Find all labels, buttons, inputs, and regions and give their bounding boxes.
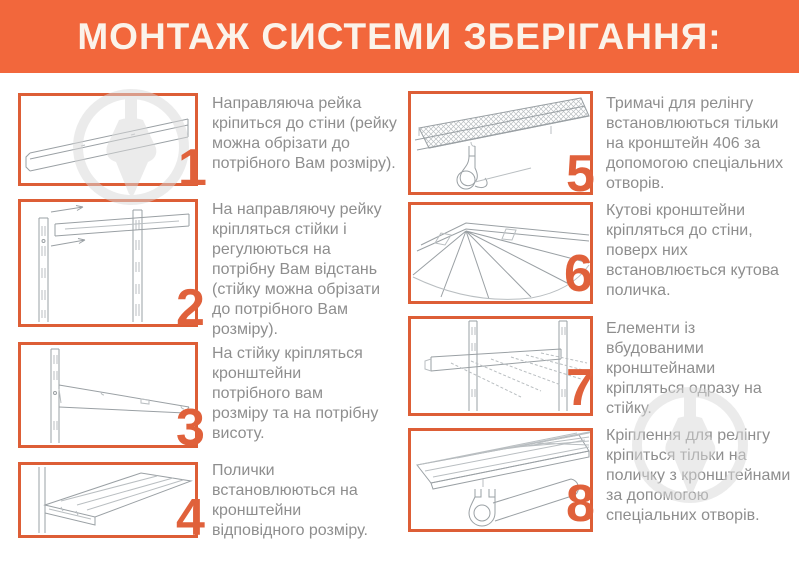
step-2-text: На направляючу рейку кріпляться стійки і…: [212, 201, 382, 338]
step-8-figure: [408, 428, 593, 532]
rail-holder-on-bracket-illustration: [414, 97, 590, 190]
header-banner: МОНТАЖ СИСТЕМИ ЗБЕРІГАННЯ:: [0, 0, 799, 73]
shelf-on-brackets-illustration: [38, 467, 193, 533]
uprights-on-rail-illustration: [38, 205, 190, 322]
step-6-figure: [408, 202, 593, 304]
step-number: 7: [566, 359, 595, 417]
bracket-on-upright-illustration: [50, 348, 190, 443]
rail-mount-on-shelf-illustration: [416, 431, 590, 527]
step-4-text: Полички встановлюються на кронштейни від…: [212, 462, 368, 539]
step-number: 8: [566, 475, 595, 533]
step-number: 3: [176, 399, 205, 457]
step-number: 4: [176, 489, 205, 547]
step-5-text: Тримачі для релінгу встановлюються тільк…: [606, 95, 784, 192]
step-5-figure: [408, 91, 593, 195]
step-number: 5: [566, 145, 595, 203]
wall-rail-illustration: [25, 118, 189, 172]
step-1-text: Направляюча рейка кріпиться до стіни (ре…: [212, 95, 397, 172]
step-6-text: Кутові кронштейни кріпляться до стіни, п…: [606, 202, 779, 299]
built-in-bracket-element-illustration: [424, 320, 588, 411]
step-4-figure: [18, 462, 198, 538]
step-2-figure: [18, 199, 198, 327]
step-3-figure: [18, 342, 198, 448]
step-7-figure: [408, 316, 593, 416]
step-1-figure: [18, 93, 198, 186]
page-title: МОНТАЖ СИСТЕМИ ЗБЕРІГАННЯ:: [77, 15, 722, 57]
corner-shelf-illustration: [412, 222, 590, 300]
step-3-text: На стійку кріпляться кронштейни потрібно…: [212, 345, 379, 442]
step-number: 2: [176, 279, 205, 337]
step-number: 6: [564, 245, 593, 303]
